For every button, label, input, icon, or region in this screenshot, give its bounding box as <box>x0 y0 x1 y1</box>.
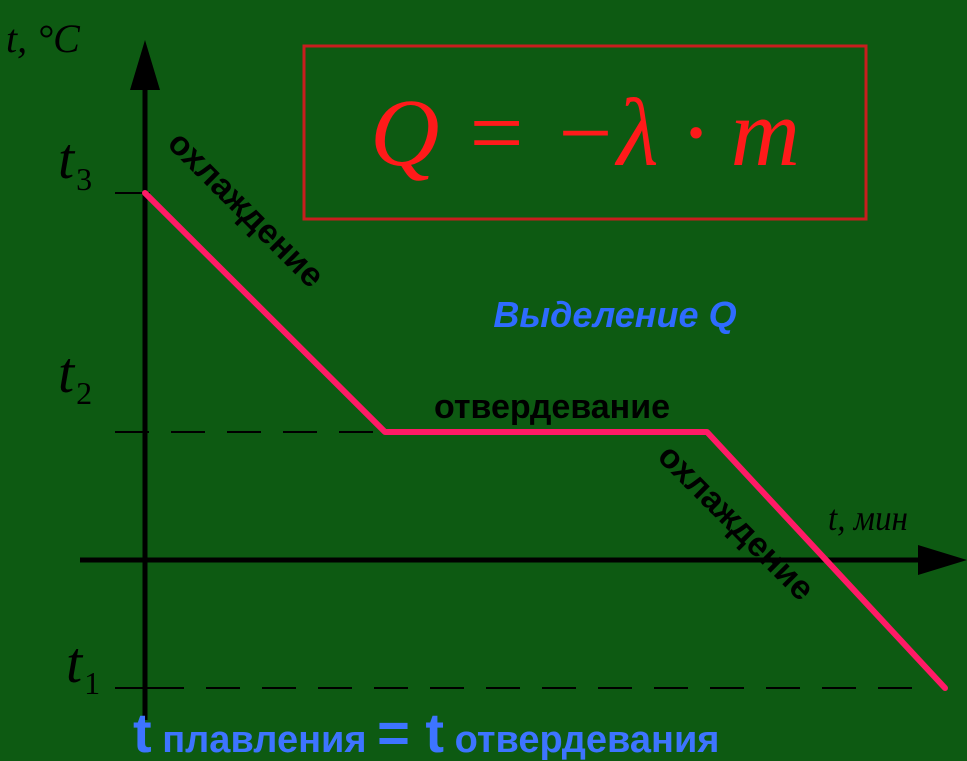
x-axis-label: t, мин <box>828 498 908 538</box>
tick-label-t3: t3 <box>58 126 92 197</box>
formula-text: Q = −λ · m <box>370 79 800 186</box>
segment-label-cooling-1: охлаждение <box>160 124 331 295</box>
cooling-curve <box>142 190 948 691</box>
formula-frame <box>302 44 868 221</box>
bottom-caption: t плавления = t отвердевания <box>133 701 719 761</box>
heat-release-note: Выделение Q <box>493 294 736 335</box>
y-axis-arrow <box>130 40 160 90</box>
x-axis-arrow <box>918 545 967 575</box>
tick-label-t2: t2 <box>58 340 92 411</box>
tick-label-t1: t1 <box>66 630 100 701</box>
y-axis-label: t, °C <box>6 16 81 61</box>
segment-label-solidification: отвердевание <box>434 388 670 426</box>
